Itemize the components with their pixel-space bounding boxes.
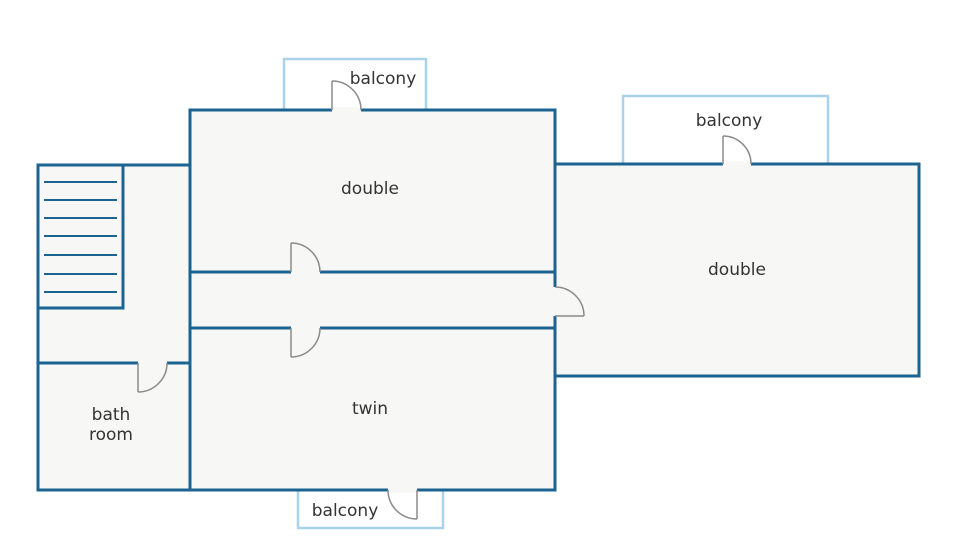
central-block-floor bbox=[190, 110, 555, 490]
door-top-balcony bbox=[331, 80, 362, 113]
room-label-bathroom-line2: room bbox=[89, 425, 133, 445]
door-bathroom bbox=[137, 360, 168, 393]
door-right-balcony bbox=[722, 135, 752, 167]
door-double-right bbox=[552, 286, 585, 317]
left-wing-floor bbox=[38, 165, 190, 490]
room-label-double-right: double bbox=[708, 260, 766, 280]
staircase bbox=[36, 163, 125, 310]
door-bottom-balcony bbox=[387, 487, 418, 520]
door-double-top bbox=[290, 242, 321, 275]
balcony-label-top: balcony bbox=[350, 69, 417, 89]
room-label-twin: twin bbox=[352, 399, 388, 419]
door-twin bbox=[290, 325, 321, 358]
balcony-top bbox=[282, 57, 428, 113]
room-label-double-top: double bbox=[341, 179, 399, 199]
balcony-right bbox=[621, 94, 830, 166]
right-room-floor bbox=[555, 164, 919, 376]
room-label-bathroom-line1: bath bbox=[92, 405, 131, 425]
balcony-label-bottom: balcony bbox=[312, 501, 379, 521]
balcony-label-right: balcony bbox=[696, 111, 763, 131]
